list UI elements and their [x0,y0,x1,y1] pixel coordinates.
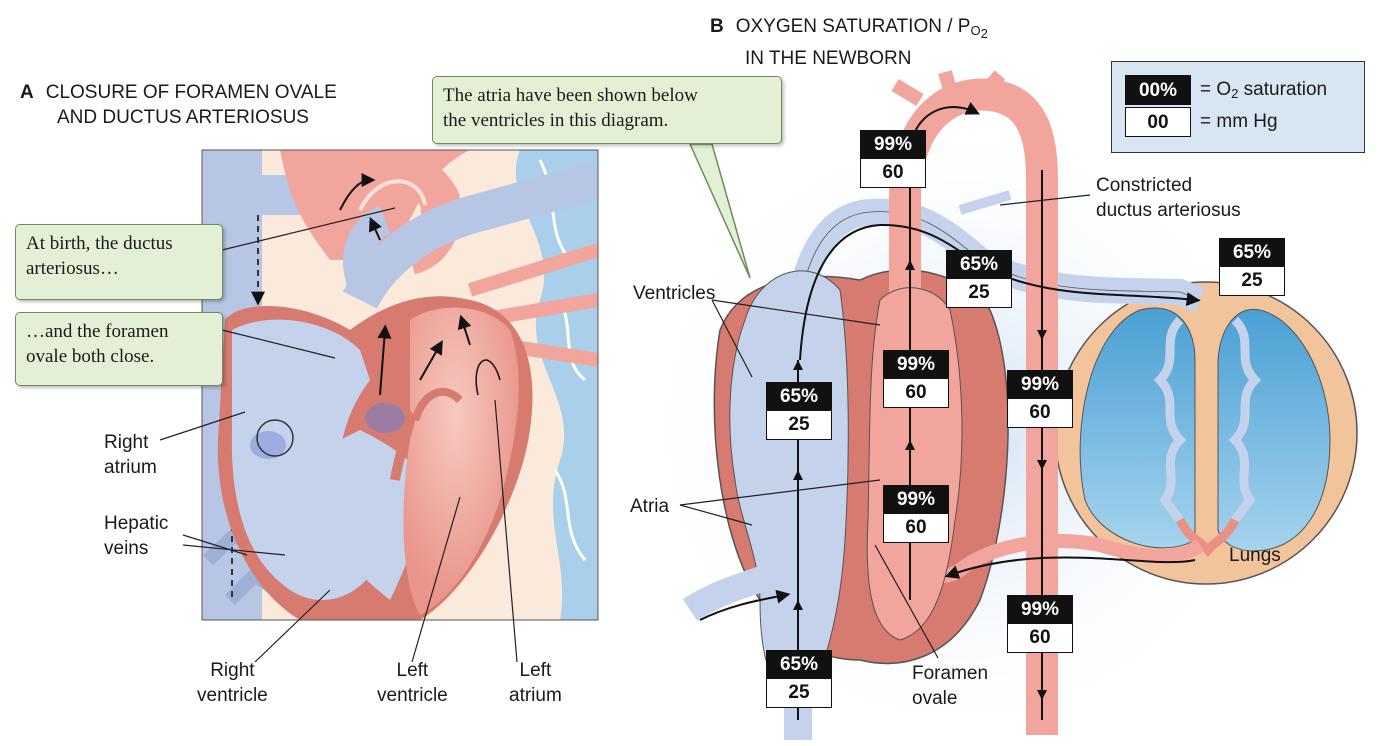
atria-note-callout: The atria have been shown below the vent… [432,76,782,144]
badge-saturation: 99% [1008,596,1072,624]
badge-pulmonary-trunk: 65% 25 [946,250,1012,308]
badge-descending-aorta-upper: 99% 60 [1007,370,1073,428]
badge-mmhg: 60 [861,159,925,187]
note-callout-pointer [688,143,751,279]
badge-mmhg: 60 [1008,399,1072,427]
panel-a-heart-illustration [202,150,598,620]
label-hepatic-veins: Hepatic veins [104,513,169,559]
badge-mmhg: 60 [1008,624,1072,652]
badge-mmhg: 25 [1220,267,1284,295]
label-right-ventricle: Right ventricle [197,660,268,706]
badge-saturation: 65% [767,383,831,411]
label-ventricles: Ventricles [633,283,716,304]
panel-b-title-prefix: OXYGEN SATURATION / P [735,16,971,37]
panel-b-title-line2: IN THE NEWBORN [745,48,912,69]
badge-mmhg: 60 [884,514,948,542]
panel-b-leader-lines [679,194,1091,659]
panel-a-title-line1: CLOSURE OF FORAMEN OVALE [45,82,337,103]
label-foramen-ovale: Foramen ovale [912,663,989,709]
legend-box: 00% 00 = O2 saturation = mm Hg [1111,61,1365,153]
legend-mmhg-swatch: 00 [1125,107,1191,137]
label-lungs: Lungs [1229,545,1281,566]
badge-mmhg: 25 [767,679,831,707]
panel-b-title-sub-o: O [970,23,981,38]
panel-b-heading: B OXYGEN SATURATION / PO2 IN THE NEWBORN [710,14,988,71]
legend-mmhg-text: = mm Hg [1200,111,1278,132]
badge-left-atrium: 99% 60 [883,485,949,543]
badge-mmhg: 25 [767,411,831,439]
label-right-atrium: Right atrium [104,432,157,478]
label-left-ventricle: Left ventricle [377,660,448,706]
ductus-callout: At birth, the ductus arteriosus… [15,224,223,300]
badge-saturation: 65% [947,251,1011,279]
badge-saturation: 99% [1008,371,1072,399]
panel-a-title-line2: AND DUCTUS ARTERIOSUS [57,107,309,128]
panel-b-circulation-illustration [630,70,1358,746]
badge-mmhg: 25 [947,279,1011,307]
badge-aorta-top: 99% 60 [860,130,926,188]
label-left-atrium: Left atrium [509,660,562,706]
badge-mmhg: 60 [884,379,948,407]
panel-a-letter: A [20,82,34,103]
badge-saturation: 99% [884,351,948,379]
panel-a-heading: A CLOSURE OF FORAMEN OVALE AND DUCTUS ART… [20,80,337,130]
legend-saturation-swatch: 00% [1125,75,1191,105]
label-constricted-ductus: Constricted ductus arteriosus [1096,175,1241,221]
badge-saturation: 65% [767,651,831,679]
panel-b-letter: B [710,16,724,37]
panel-b-title-sub-2: 2 [980,26,988,41]
label-atria: Atria [630,496,670,517]
badge-right-ventricle: 65% 25 [766,382,832,440]
panel-a-leader-lines [159,207,518,663]
legend-saturation-text: = O2 saturation [1200,79,1328,101]
badge-descending-aorta-lower: 99% 60 [1007,595,1073,653]
badge-saturation: 99% [861,131,925,159]
badge-vena-cava: 65% 25 [766,650,832,708]
foramen-callout: …and the foramen ovale both close. [15,312,223,386]
badge-lung-inflow: 65% 25 [1219,238,1285,296]
badge-saturation: 99% [884,486,948,514]
badge-saturation: 65% [1220,239,1284,267]
badge-left-ventricle: 99% 60 [883,350,949,408]
